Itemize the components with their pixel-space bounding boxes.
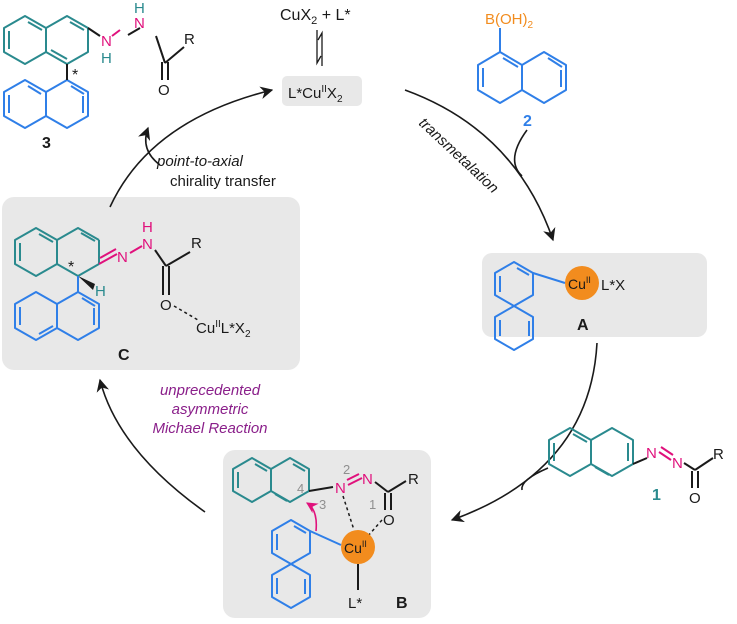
catalyst-reactants: CuX2 + L* bbox=[280, 7, 351, 27]
boronic-acid-label: B(OH)2 bbox=[485, 11, 534, 31]
intermediate-c-nn-bond bbox=[129, 245, 143, 254]
compound-2-structure bbox=[477, 28, 567, 104]
intermediate-c-amide-bonds bbox=[154, 249, 191, 295]
product-3-nn-bond bbox=[111, 29, 121, 37]
intermediate-c-h: H bbox=[95, 283, 106, 300]
compound-1-r-group: R bbox=[713, 446, 724, 463]
intermediate-b-attack-arrow bbox=[306, 502, 319, 532]
intermediate-c-nh-h: H bbox=[142, 219, 153, 236]
chirality-label-line2: chirality transfer bbox=[170, 173, 276, 190]
intermediate-b-pos-4: 4 bbox=[297, 481, 304, 496]
intermediate-a-cu-label: CuII bbox=[568, 275, 591, 292]
intermediate-a-naphthalene bbox=[494, 261, 566, 351]
michael-label-line1: unprecedented bbox=[160, 382, 261, 399]
intermediate-c-hydrazone-double bbox=[98, 248, 118, 265]
chirality-label-line1: point-to-axial bbox=[156, 153, 244, 170]
intermediate-c-lower-naphthalene bbox=[14, 276, 100, 341]
compound-1-n-left: N bbox=[646, 445, 657, 462]
product-3-oxygen: O bbox=[158, 82, 170, 99]
product-3-r-group: R bbox=[184, 31, 195, 48]
equilibrium-arrow bbox=[316, 30, 323, 66]
intermediate-b-carbonyl-bonds bbox=[374, 480, 407, 510]
michael-label-line3: Michael Reaction bbox=[152, 420, 267, 437]
arrow-c-to-complex bbox=[109, 86, 274, 208]
arrow-1-in bbox=[521, 467, 549, 491]
intermediate-b-pos-3: 3 bbox=[319, 497, 326, 512]
product-3-h-upper: H bbox=[134, 0, 145, 17]
intermediate-b-pos-1: 1 bbox=[369, 497, 376, 512]
intermediate-c-cu-label: CuIIL*X2 bbox=[196, 319, 251, 340]
intermediate-b-pos-2: 2 bbox=[343, 462, 350, 477]
cu-complex-label: L*CuIIX2 bbox=[288, 84, 343, 105]
intermediate-c-r-group: R bbox=[191, 235, 202, 252]
product-3-n-lower: N bbox=[101, 33, 112, 50]
compound-1-azo-bond bbox=[658, 446, 674, 461]
intermediate-c-naphthalene bbox=[14, 227, 100, 277]
intermediate-a-label: A bbox=[577, 317, 589, 334]
compound-1-carbonyl-bonds bbox=[683, 457, 714, 488]
arrow-product-out bbox=[138, 126, 161, 166]
arrow-b-to-c bbox=[96, 378, 206, 513]
intermediate-a-box bbox=[482, 253, 707, 337]
product-3-upper-naphthalene bbox=[3, 15, 89, 65]
compound-1-n-right: N bbox=[672, 455, 683, 472]
intermediate-b-n2: N bbox=[335, 480, 346, 497]
intermediate-b-naphthalene-teal bbox=[232, 457, 310, 503]
intermediate-a-ligand: L*X bbox=[601, 277, 625, 294]
intermediate-c-exo-bond bbox=[77, 263, 100, 277]
arrow-2-in bbox=[513, 129, 528, 177]
intermediate-a-cu-center bbox=[565, 266, 599, 300]
transmetalation-label: transmetalation bbox=[415, 114, 502, 196]
product-3-star: * bbox=[72, 67, 78, 84]
product-3-hydrazide-bonds bbox=[87, 27, 185, 80]
arrow-a-to-b bbox=[450, 342, 598, 523]
compound-1-number: 1 bbox=[652, 487, 661, 504]
intermediate-c-oxygen: O bbox=[160, 297, 172, 314]
intermediate-b-azo-bond bbox=[346, 473, 363, 486]
intermediate-c-wedge-bond bbox=[78, 276, 95, 290]
intermediate-c-cu-coordination bbox=[173, 305, 199, 321]
intermediate-b-n1: N bbox=[362, 471, 373, 488]
compound-1-naphthalene bbox=[548, 427, 634, 477]
michael-label-line2: asymmetric bbox=[172, 401, 249, 418]
intermediate-b-label: B bbox=[396, 595, 408, 612]
arrow-complex-to-a bbox=[404, 89, 556, 242]
intermediate-b-box bbox=[223, 450, 431, 618]
product-3-h-lower: H bbox=[101, 50, 112, 67]
intermediate-b-r-group: R bbox=[408, 471, 419, 488]
intermediate-b-cu-label: CuII bbox=[344, 539, 367, 556]
product-3-lower-naphthalene bbox=[3, 79, 89, 129]
compound-2-number: 2 bbox=[523, 113, 532, 130]
product-3-n-upper: N bbox=[134, 15, 145, 32]
intermediate-b-naphthalene-blue bbox=[271, 519, 342, 609]
compound-1-aryl-n-bond bbox=[632, 457, 648, 465]
intermediate-b-oxygen: O bbox=[383, 512, 395, 529]
intermediate-b-ligand: L* bbox=[348, 595, 362, 612]
intermediate-c-n-left: N bbox=[117, 249, 128, 266]
compound-1-oxygen: O bbox=[689, 490, 701, 507]
intermediate-b-cu-center bbox=[341, 530, 375, 564]
intermediate-c-nh-n: N bbox=[142, 236, 153, 253]
intermediate-c-label: C bbox=[118, 347, 130, 364]
intermediate-c-box bbox=[2, 197, 300, 370]
intermediate-b-aryl-n-bond bbox=[308, 486, 334, 492]
complex-box bbox=[282, 76, 362, 106]
intermediate-c-star: * bbox=[68, 259, 74, 276]
product-3-number: 3 bbox=[42, 135, 51, 152]
